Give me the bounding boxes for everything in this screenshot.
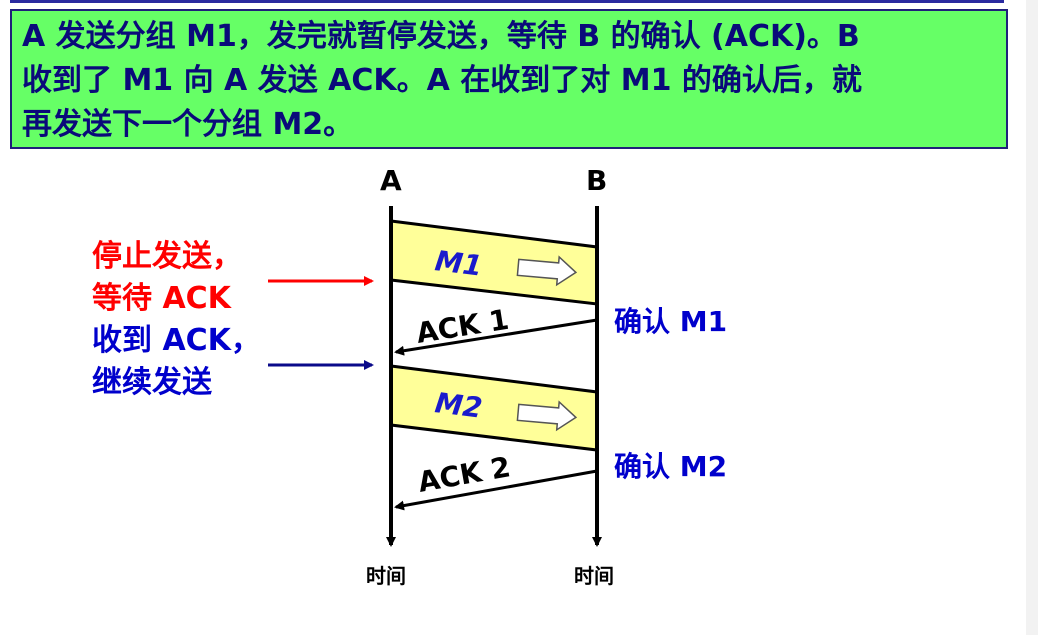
time-label-b: 时间 [574,564,614,588]
description-line-2: 收到了 M1 向 A 发送 ACK。A 在收到了对 M1 的确认后，就 [22,63,862,98]
time-label-a: 时间 [366,564,406,588]
ack2-label: ACK 2 [415,450,512,499]
ack2-arrow [394,469,598,511]
resume-note-line-1: 收到 ACK， [92,323,261,358]
frame-m1-label: M1 [433,244,484,283]
endpoint-a-label: A [380,164,402,197]
resume-note: 收到 ACK， 继续发送 [92,320,261,404]
right-edge-strip [1026,0,1038,635]
wait-note-line-1: 停止发送， [92,239,242,274]
description-box: A 发送分组 M1，发完就暂停发送，等待 B 的确认 (ACK)。B 收到了 M… [10,9,1008,149]
top-rule [10,0,1004,3]
description-line-1: A 发送分组 M1，发完就暂停发送，等待 B 的确认 (ACK)。B [22,19,860,54]
wait-note: 停止发送， 等待 ACK [92,236,242,320]
endpoint-b-label: B [586,164,608,197]
ack1-arrow [394,318,598,356]
wait-note-line-2: 等待 ACK [92,281,231,316]
confirm-m1-label: 确认 M1 [614,305,728,338]
frame-m2-arrow-icon [516,400,578,432]
resume-note-line-2: 继续发送 [92,365,212,400]
frame-m2-label: M2 [433,386,484,425]
frame-m1-arrow-icon [516,255,578,287]
ack1-label: ACK 1 [414,303,511,350]
confirm-m2-label: 确认 M2 [614,450,728,483]
description-line-3: 再发送下一个分组 M2。 [22,107,354,142]
